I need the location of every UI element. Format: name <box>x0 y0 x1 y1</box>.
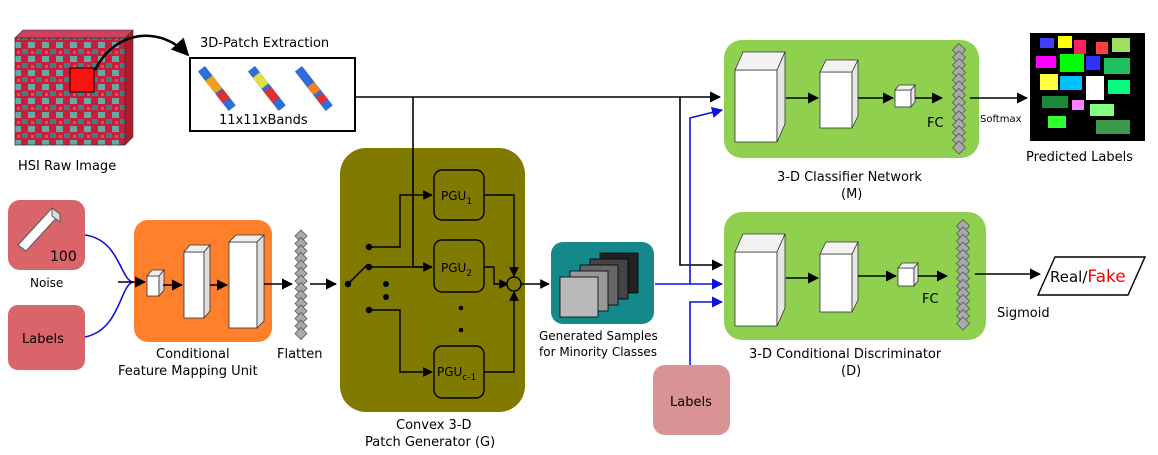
mapping-caption-2: Feature Mapping Unit <box>118 364 258 379</box>
discriminator-fc-label: FC <box>922 292 939 307</box>
discriminator-caption-1: 3-D Conditional Discriminator <box>749 347 942 362</box>
predicted-labels-map <box>1030 33 1145 141</box>
flatten-nodes <box>294 229 308 341</box>
output-slash: / <box>1082 268 1088 286</box>
generator-caption-1: Convex 3-D <box>396 418 472 433</box>
softmax-label: Softmax <box>980 114 1022 125</box>
classifier-fc-nodes <box>951 42 967 155</box>
samples-caption-1: Generated Samples <box>539 329 658 343</box>
noise-caption: Noise <box>30 276 63 290</box>
pgu-c1-sub: c-1 <box>462 373 476 383</box>
output-parallelogram <box>1036 256 1147 296</box>
hsi-raw-image <box>14 29 134 146</box>
mapping-caption-1: Conditional <box>156 347 230 362</box>
fc-node <box>294 326 308 341</box>
pgu-1-base: PGU <box>441 189 466 203</box>
sum-node <box>506 276 522 292</box>
samples-caption-2: for Minority Classes <box>539 345 657 359</box>
pgu-box-2: PGU2 <box>433 239 485 293</box>
pgu-ellipsis-dots <box>458 305 464 333</box>
pgu-box-1: PGU1 <box>433 169 485 221</box>
pgu-1-sub: 1 <box>466 197 472 207</box>
classifier-fc-label: FC <box>927 116 944 131</box>
fc-node <box>951 140 967 155</box>
noise-bar <box>17 207 61 252</box>
fc-node <box>955 316 971 331</box>
patch-title: 3D-Patch Extraction <box>200 36 329 51</box>
svg-text:PGU1: PGU1 <box>441 189 472 207</box>
labels-box-bottom <box>653 365 730 435</box>
classifier-caption-1: 3-D Classifier Network <box>777 170 922 185</box>
labels-bottom-text: Labels <box>670 395 712 410</box>
svg-text:PGUc-1: PGUc-1 <box>437 365 476 383</box>
pgu-c1-base: PGU <box>437 365 462 379</box>
sigmoid-label: Sigmoid <box>997 306 1050 321</box>
noise-box <box>8 200 85 270</box>
output-fake: Fake <box>1087 267 1125 287</box>
samples-stack <box>559 252 639 318</box>
hsi-to-patch-arrow <box>93 34 190 71</box>
classifier-cubes <box>734 51 916 143</box>
pgu-2-base: PGU <box>441 261 466 275</box>
main-connections <box>355 91 724 365</box>
pgu-2-sub: 2 <box>466 269 472 279</box>
labels-left-text: Labels <box>22 332 64 347</box>
svg-text:PGU2: PGU2 <box>441 261 472 279</box>
classifier-caption-2: (M) <box>841 187 862 202</box>
flatten-caption: Flatten <box>277 347 323 362</box>
discriminator-fc-nodes <box>955 218 971 331</box>
discriminator-caption-2: (D) <box>841 364 861 379</box>
output-text: Real/Fake <box>1050 267 1126 287</box>
patch-size-label: 11x11xBands <box>219 113 308 128</box>
noise-value: 100 <box>50 249 77 265</box>
patch-strips <box>197 66 333 111</box>
discriminator-cubes <box>734 233 919 327</box>
output-real: Real <box>1050 268 1082 286</box>
pgu-box-c1: PGUc-1 <box>433 345 485 399</box>
hsi-caption: HSI Raw Image <box>18 159 116 174</box>
generator-caption-2: Patch Generator (G) <box>365 435 495 450</box>
labels-box-left <box>8 305 85 370</box>
noise-label-merge <box>84 234 134 338</box>
predicted-caption: Predicted Labels <box>1026 150 1133 165</box>
mapping-cubes <box>146 234 265 329</box>
